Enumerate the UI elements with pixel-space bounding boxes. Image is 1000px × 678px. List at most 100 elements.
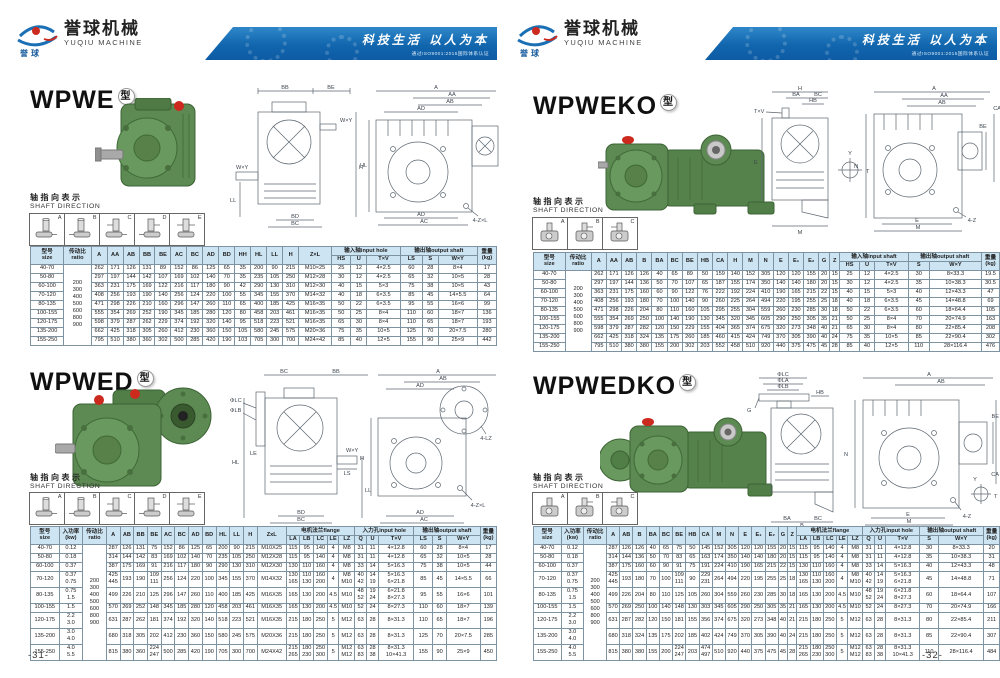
svg-text:4-Z: 4-Z [963,514,972,520]
table-cell: 4.0 5.5 [560,643,585,661]
table-cell: 500 [160,643,176,661]
table-cell: 484 [983,643,1000,661]
table-cell: 190 [772,287,789,298]
table-cell: 140 [313,552,328,563]
shaft-diagram: C [99,492,135,525]
table-cell: 324 [636,332,653,343]
ratio-merged-cell: 200 300 400 500 600 800 900 [564,269,592,352]
table-cell: 345 [712,314,729,325]
table-cell: 4.5 [835,602,849,613]
table-cell: 86 [186,263,204,274]
table-cell: 35 [907,278,930,289]
table-cell: 45 [422,290,439,301]
shaft-direction-cn: 轴指向表示 [30,193,83,202]
table-cell: 136 [476,308,498,319]
table-cell: 474 497 [698,643,713,661]
table-cell: 65 [331,317,352,328]
table-cell: 185 [186,308,204,319]
table-cell: 380 [119,643,135,661]
table-cell: 30 [839,278,860,289]
table-cell: 180 230 [809,643,824,661]
table-cell: 140 [666,314,683,325]
table-cell: 224 247 [146,643,162,661]
table-cell: 100-155 [533,602,562,613]
table-cell: 195 [787,296,805,307]
table-col-header: AD [202,246,220,265]
table-cell: 10×5 [366,326,401,337]
table-cell: M16×35 [298,299,333,310]
table-cell: 22 [818,287,830,298]
table-cell: 60 [413,543,434,554]
table-cell: 140 [772,278,789,289]
table-cell: 25 [839,269,860,280]
table-cell: 252 [133,602,148,613]
table-cell: 412 [170,326,188,337]
table-col-header: LE [835,534,849,545]
table-cell: 120 [218,308,236,319]
svg-text:ΦLC: ΦLC [230,398,242,404]
table-cell: 264 [711,570,726,588]
table-cell: 91 [146,561,162,572]
table-cell: 460 [712,332,729,343]
table-cell: 190 [218,335,236,346]
table-cell: 24 [366,602,379,613]
table-col-header: LA [796,534,811,545]
table-col-header: BD [218,246,236,265]
shaft-diagram-letter: C [630,219,635,225]
table-cell: 255 [727,305,744,316]
svg-text:ΦLC: ΦLC [777,372,789,378]
table-cell: 90 [266,263,284,274]
table-cell: 90 [218,281,236,292]
svg-text:AC: AC [420,219,428,225]
table-cell: 155 [645,643,660,661]
table-cell: 442 [476,335,498,346]
table-cell: 260 [202,299,220,310]
table-cell: 476 [980,341,1000,352]
table-cell: 18 [787,586,798,604]
table-cell: 494 [757,296,774,307]
table-col-header: 入功率 (kw) [58,526,84,545]
table-cell: 400 [250,299,268,310]
shaft-diagram: A [532,217,568,250]
table-cell: 6×21.8 8×27.3 [885,586,921,604]
shaft-diagram-icon [69,497,91,517]
table-col-header: H [282,246,300,265]
shaft-diagram-icon [139,497,161,517]
shaft-diagram-letter: A [560,219,565,225]
table-col-header: M [711,526,726,545]
table-col-header: LS [399,254,424,265]
table-cell: 40 [907,287,930,298]
table-col-group: 电机法兰flange [796,526,864,536]
table-cell: 262 [90,263,108,274]
table-cell: 370 [282,290,300,301]
table-cell: 120-175 [29,317,65,328]
svg-text:4-Z: 4-Z [968,218,977,224]
table-cell: 305 [138,326,156,337]
svg-text:AD: AD [417,106,425,112]
table-cell: 76 [696,287,714,298]
table-cell: 40 [818,332,830,343]
table-cell: 90 [685,570,700,588]
svg-text:ΦLB: ΦLB [777,384,789,390]
table-cell: 250 [822,627,837,645]
table-cell: 30 [777,586,789,604]
ratio-merged-cell: 200 300 400 500 600 800 900 [63,263,92,346]
table-cell: 202 [146,627,162,645]
table-cell: 200 [822,602,837,613]
table-cell: 28×116.4 [937,643,985,661]
table-cell: 320 [738,611,753,629]
table-cell: 197 [106,272,124,283]
table-cell: 390 [764,627,779,645]
table-cell: 35 [818,314,830,325]
table-cell: 580 [250,326,268,337]
shaft-diagram: A [532,492,568,525]
table-cell: 420 [188,643,203,661]
table-cell: 130 [796,561,811,572]
table-cell: 70 [666,278,683,289]
